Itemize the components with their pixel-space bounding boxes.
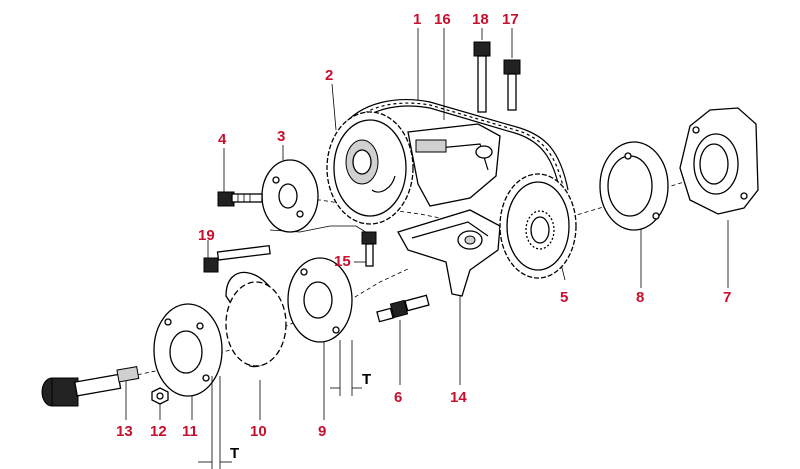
callout-12: 12 — [150, 423, 167, 440]
dimension-marker — [330, 340, 362, 396]
washer-disc — [287, 257, 353, 343]
bolt — [217, 191, 263, 207]
cam-ring — [225, 271, 287, 368]
callout-15: 15 — [334, 253, 351, 270]
callout-13: 13 — [116, 423, 133, 440]
callout-14: 14 — [450, 389, 467, 406]
bolt — [361, 231, 377, 267]
callout-16: 16 — [434, 11, 451, 28]
seal-ring — [599, 141, 669, 231]
flange-plate — [153, 303, 223, 397]
washer-plate — [261, 159, 319, 233]
nut — [151, 387, 169, 405]
dimension-label: T — [362, 371, 371, 388]
stud — [376, 294, 430, 323]
callout-4: 4 — [218, 131, 227, 148]
callout-17: 17 — [502, 11, 519, 28]
dimension-label: T — [230, 445, 239, 462]
dimension-marker — [198, 376, 232, 469]
callout-19: 19 — [198, 227, 215, 244]
chain-guide — [407, 123, 501, 207]
callout-9: 9 — [318, 423, 326, 440]
timing-cover — [679, 107, 759, 215]
callout-2: 2 — [325, 67, 333, 84]
callout-5: 5 — [560, 289, 568, 306]
callout-7: 7 — [723, 289, 731, 306]
callout-18: 18 — [472, 11, 489, 28]
callout-8: 8 — [636, 289, 644, 306]
splined-shaft — [41, 366, 140, 407]
callout-6: 6 — [394, 389, 402, 406]
callout-11: 11 — [182, 423, 198, 440]
callout-3: 3 — [277, 128, 285, 145]
crankshaft-sprocket — [499, 173, 577, 279]
camshaft-sprocket — [326, 111, 414, 225]
bolt — [203, 244, 271, 273]
bolt — [473, 41, 491, 113]
callout-10: 10 — [250, 423, 267, 440]
callout-1: 1 — [413, 11, 421, 28]
bolt — [503, 59, 521, 111]
tensioner-arm — [397, 209, 501, 297]
callouts: 1 2 3 4 5 6 7 8 9 10 11 12 13 14 15 16 1… — [116, 11, 731, 440]
